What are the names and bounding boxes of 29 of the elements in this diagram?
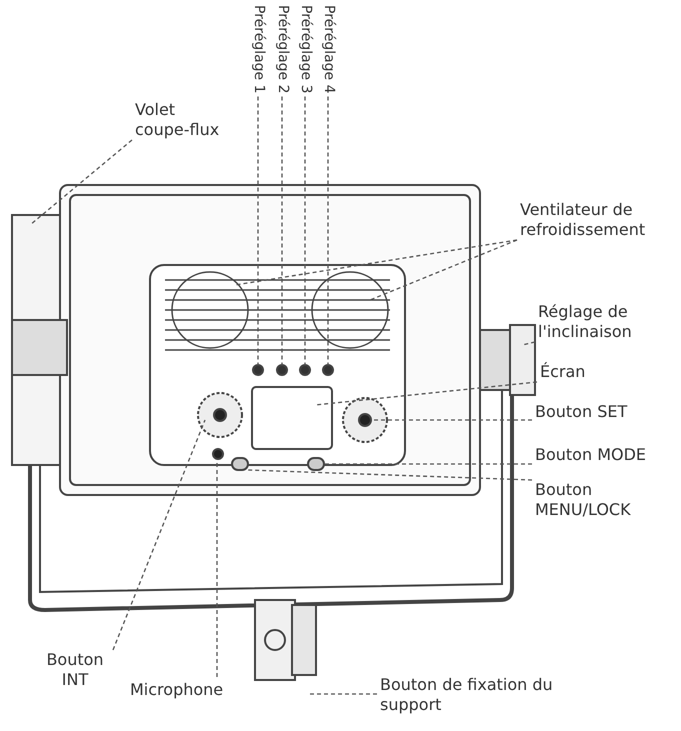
leader-line — [304, 96, 306, 365]
callout-label: Bouton MODE — [535, 445, 665, 465]
leader-line — [234, 239, 518, 286]
leader-line — [30, 140, 132, 226]
leader-line — [257, 96, 259, 365]
leader-line — [248, 469, 532, 481]
leader-line — [372, 419, 532, 421]
callout-label: Bouton MENU/LOCK — [535, 480, 675, 520]
callout-label: Ventilateur de refroidissement — [520, 200, 680, 240]
leader-line — [112, 420, 206, 650]
leader-line — [324, 463, 532, 465]
callout-label: Bouton de fixation du support — [380, 675, 580, 715]
leader-line — [327, 96, 329, 365]
leader-line — [522, 341, 536, 346]
callout-label: Préréglage 1 — [250, 5, 268, 94]
leader-line — [314, 381, 538, 406]
callout-label: Microphone — [130, 680, 240, 700]
leader-line — [370, 239, 518, 301]
callout-label: Préréglage 3 — [297, 5, 315, 94]
callout-label: Réglage de l'inclinaison — [538, 302, 678, 342]
leader-line — [281, 96, 283, 365]
leader-line — [310, 693, 377, 695]
callout-label: Bouton INT — [40, 650, 110, 690]
callout-label: Préréglage 4 — [320, 5, 338, 94]
leader-line — [216, 460, 218, 677]
callout-label: Écran — [540, 362, 620, 382]
callout-label: Préréglage 2 — [274, 5, 292, 94]
callout-label: Volet coupe-flux — [135, 100, 227, 140]
callout-label: Bouton SET — [535, 402, 655, 422]
